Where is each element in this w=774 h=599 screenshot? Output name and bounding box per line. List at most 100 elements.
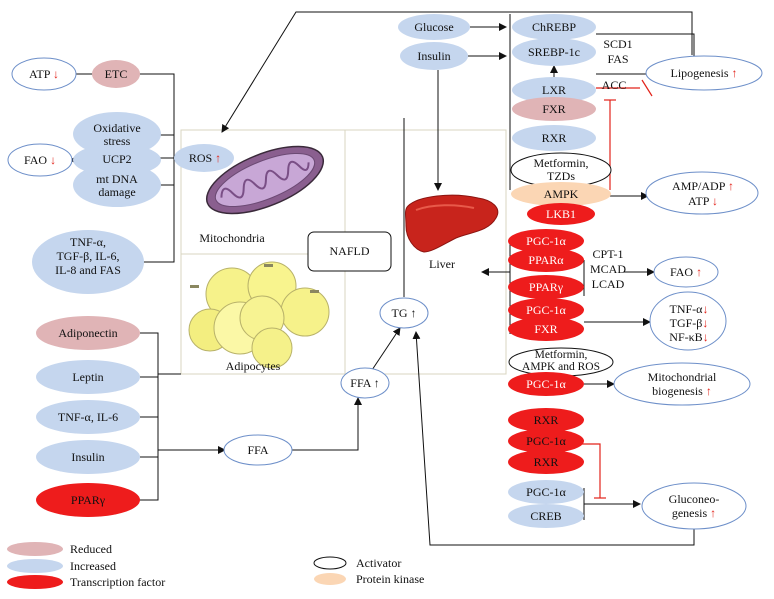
ffa-label: FFA — [247, 443, 269, 457]
etc-label: ETC — [104, 67, 128, 81]
atp-node — [11, 57, 77, 91]
adipocytes-illustration — [188, 261, 330, 369]
oxidative-stress-label: Oxidative stress — [93, 121, 141, 148]
chrebp-node — [512, 14, 596, 40]
inflammation-node — [649, 291, 727, 351]
adiponectin-node — [36, 316, 140, 350]
rxr-label-2: RXR — [533, 455, 559, 469]
legend-reduced-swatch — [7, 542, 63, 556]
fao-right-node — [653, 256, 719, 288]
gluconeo-label-1: Gluconeo- — [668, 492, 720, 506]
cpt1-label: CPT-1 — [592, 247, 624, 261]
gluconeo-label-2: genesis ↑ — [671, 506, 717, 520]
pgc1a-node-4 — [508, 429, 584, 453]
lkb1-node — [527, 203, 595, 225]
lipogenesis-label: Lipogenesis ↑ — [670, 66, 738, 80]
liver-label: Liver — [429, 257, 455, 271]
ppara-label: PPARα — [528, 253, 564, 267]
pgc1a-node-5 — [508, 480, 584, 504]
ffa-up-node — [340, 367, 390, 399]
ppara-node — [508, 248, 584, 272]
cytokines-label-3: IL-8 and FAS — [55, 263, 121, 277]
mcad-label: MCAD — [589, 262, 626, 276]
nfkb-label: NF-κB↓ — [669, 330, 709, 344]
srebp-label: SREBP-1c — [527, 45, 580, 59]
cytokines-label-1: TNF-α, — [70, 235, 106, 249]
insulin-top-node — [400, 42, 468, 70]
nodes — [7, 14, 763, 589]
legend-activator-label: Activator — [356, 556, 402, 570]
fxr-top-label: FXR — [542, 102, 566, 116]
activators-label-1: Metformin, — [534, 349, 588, 361]
glucose-label: Glucose — [414, 20, 454, 34]
fao-left-label: FAO ↓ — [23, 153, 57, 167]
fxr-top-node — [512, 97, 596, 121]
pparg-node — [508, 275, 584, 299]
pgc1a-node-1 — [508, 229, 584, 253]
rxr-node-1 — [508, 408, 584, 432]
metformin-label-1: Metformin, — [533, 156, 589, 170]
biogenesis-node — [613, 362, 751, 406]
pgc1a-node-3 — [508, 372, 584, 396]
oxidative-stress-node — [73, 112, 161, 156]
lipogenesis-node — [645, 55, 763, 91]
creb-node — [508, 504, 584, 528]
insulin-left-label: Insulin — [71, 450, 105, 464]
ampk-node — [511, 182, 611, 206]
cytokines-label-2: TGF-β, IL-6, — [56, 249, 120, 263]
biogenesis-label-2: biogenesis ↑ — [652, 384, 712, 398]
mtdna-label: mt DNA damage — [96, 172, 138, 199]
liver-illustration — [405, 194, 499, 253]
pgc1a-label-1: PGC-1α — [526, 234, 566, 248]
lxr-node — [512, 77, 596, 103]
nafld-box — [307, 231, 392, 272]
legend-increased-swatch — [7, 559, 63, 573]
creb-label: CREB — [530, 509, 562, 523]
pgc1a-label-5: PGC-1α — [526, 485, 566, 499]
metformin-label-2: TZDs — [547, 169, 575, 183]
etc-node — [92, 60, 140, 88]
connectors — [67, 11, 695, 546]
glucose-node — [398, 14, 470, 40]
tnfa-label: TNF-α↓ — [669, 302, 709, 316]
rxr-top-label: RXR — [541, 131, 567, 145]
ampk-label: AMPK — [543, 187, 579, 201]
insulin-left-node — [36, 440, 140, 474]
rxr-label-1: RXR — [533, 413, 559, 427]
lxr-label: LXR — [542, 83, 566, 97]
tg-label: TG ↑ — [391, 306, 417, 320]
mtdna-node — [73, 163, 161, 207]
legend-reduced-label: Reduced — [70, 542, 112, 556]
adiponectin-label: Adiponectin — [58, 326, 118, 340]
cytokines-node — [32, 230, 144, 294]
legend-transcription-label: Transcription factor — [70, 575, 166, 589]
pgc1a-label-3: PGC-1α — [526, 377, 566, 391]
legend-transcription-swatch — [7, 575, 63, 589]
tgfb-label: TGF-β↓ — [669, 316, 709, 330]
chrebp-label: ChREBP — [531, 20, 576, 34]
fao-left-node — [7, 143, 73, 177]
ucp2-label: UCP2 — [102, 152, 132, 166]
ros-node — [174, 144, 234, 172]
lcad-label: LCAD — [591, 277, 625, 291]
fao-right-label: FAO ↑ — [669, 265, 703, 279]
mitochondrion-illustration — [205, 145, 325, 215]
legend-increased-label: Increased — [70, 559, 116, 573]
fxr-label: FXR — [534, 322, 558, 336]
atp-label: ATP ↓ — [29, 67, 59, 81]
pgc1a-node-2 — [508, 298, 584, 322]
legend-protein-kinase-swatch — [314, 573, 346, 585]
legend-protein-kinase-label: Protein kinase — [356, 572, 425, 586]
rxr-node-2 — [508, 450, 584, 474]
gluconeogenesis-node — [641, 482, 747, 530]
insulin-top-label: Insulin — [417, 49, 451, 63]
tnf-il6-node — [36, 400, 140, 434]
adipocytes-label: Adipocytes — [225, 359, 281, 373]
leptin-node — [36, 360, 140, 394]
rxr-top-node — [512, 125, 596, 151]
ffa-up-label: FFA ↑ — [350, 376, 380, 390]
ampadp-label: AMP/ADP ↑ — [672, 179, 734, 193]
ffa-node — [223, 434, 293, 466]
tg-node — [379, 297, 429, 329]
